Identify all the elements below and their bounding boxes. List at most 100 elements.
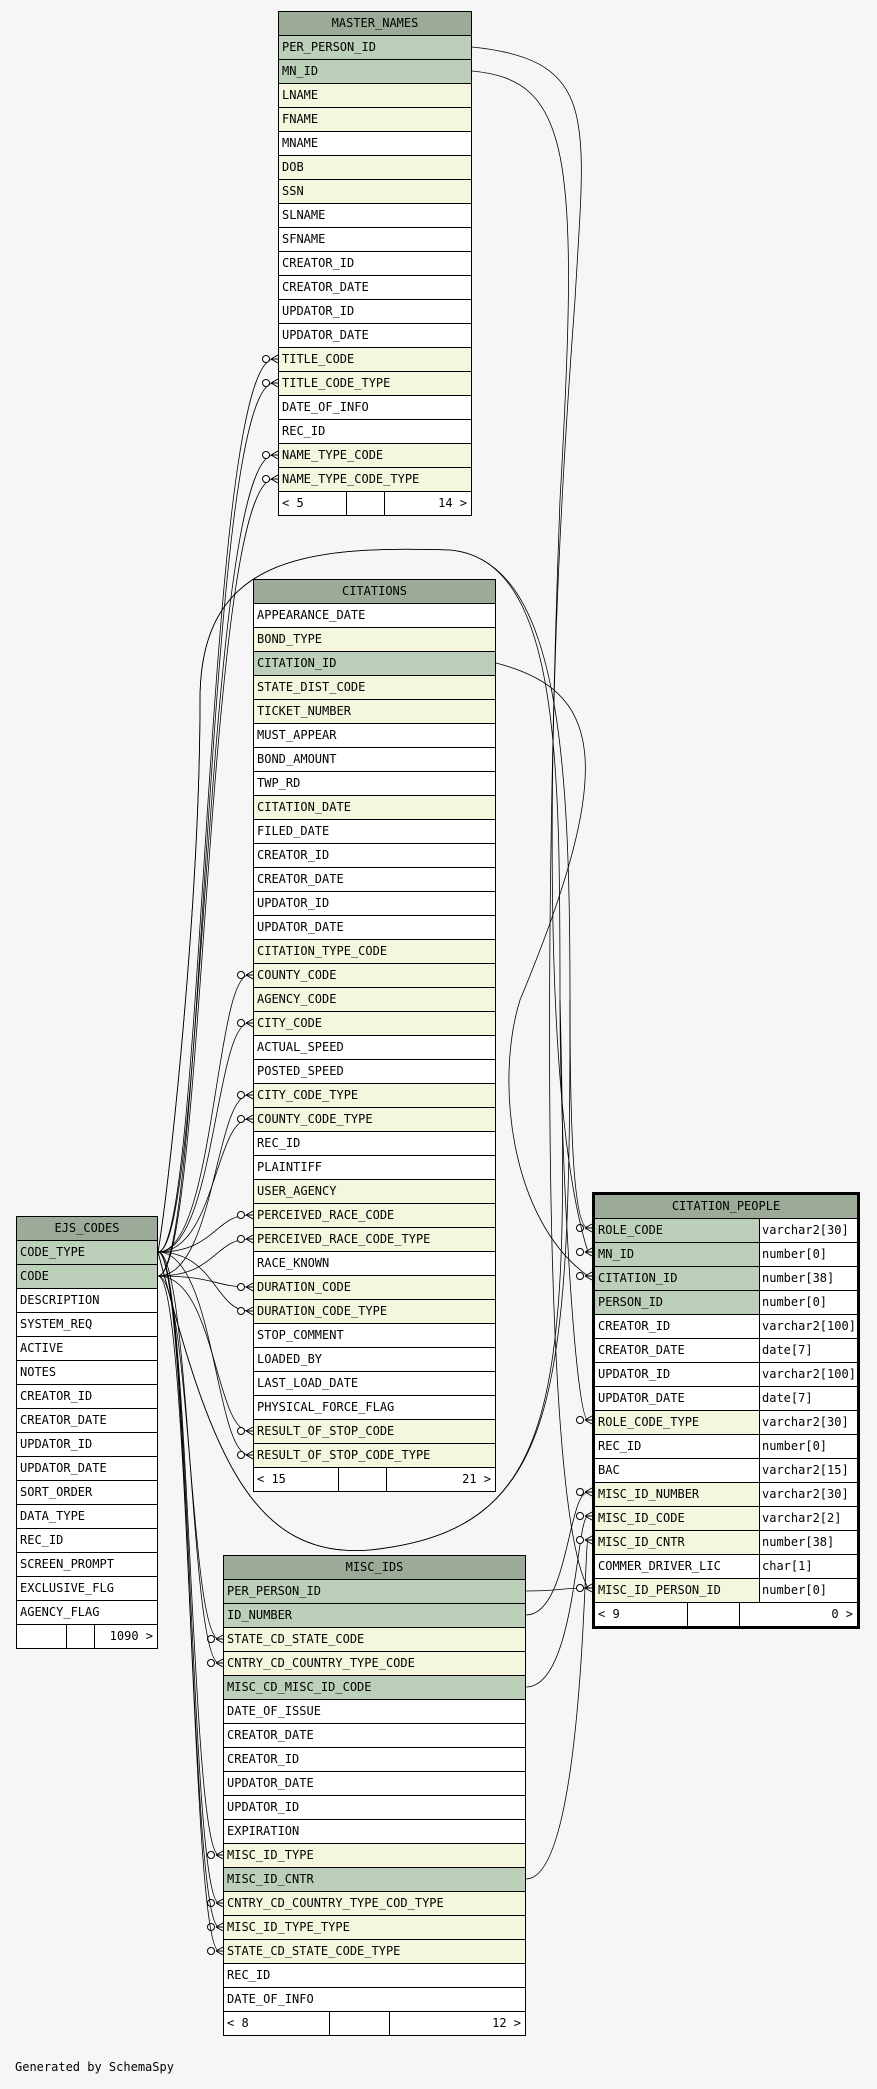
column-row[interactable]: CODE [17,1265,157,1289]
table-title[interactable]: CITATION_PEOPLE [595,1195,857,1219]
column-row[interactable]: ACTIVE [17,1337,157,1361]
column-row[interactable]: PERCEIVED_RACE_CODE_TYPE [254,1228,495,1252]
column-row[interactable]: MUST_APPEAR [254,724,495,748]
column-row[interactable]: ACTUAL_SPEED [254,1036,495,1060]
column-row[interactable]: REC_ID [279,420,471,444]
column-row[interactable]: CREATOR_ID [254,844,495,868]
column-row[interactable]: MISC_ID_TYPE [224,1844,525,1868]
column-row[interactable]: TWP_RD [254,772,495,796]
column-row[interactable]: UPDATOR_ID [279,300,471,324]
column-row[interactable]: STATE_DIST_CODE [254,676,495,700]
column-row[interactable]: FNAME [279,108,471,132]
column-row[interactable]: BOND_TYPE [254,628,495,652]
column-row[interactable]: MISC_ID_CNTR [224,1868,525,1892]
table-title[interactable]: MISC_IDS [224,1556,525,1580]
column-row[interactable]: NAME_TYPE_CODE [279,444,471,468]
column-row[interactable]: CREATOR_ID [17,1385,157,1409]
column-row[interactable]: PHYSICAL_FORCE_FLAG [254,1396,495,1420]
column-row[interactable]: DATE_OF_INFO [224,1988,525,2012]
column-row[interactable]: NAME_TYPE_CODE_TYPE [279,468,471,492]
column-row[interactable]: BOND_AMOUNT [254,748,495,772]
column-row[interactable]: ID_NUMBER [224,1604,525,1628]
column-row[interactable]: PER_PERSON_ID [224,1580,525,1604]
column-row[interactable]: MNAME [279,132,471,156]
column-row[interactable]: TITLE_CODE [279,348,471,372]
column-row[interactable]: STATE_CD_STATE_CODE_TYPE [224,1940,525,1964]
column-row[interactable]: CITATION_TYPE_CODE [254,940,495,964]
column-row[interactable]: UPDATOR_ID [17,1433,157,1457]
column-row[interactable]: COUNTY_CODE [254,964,495,988]
column-row[interactable]: AGENCY_CODE [254,988,495,1012]
column-row[interactable]: EXPIRATION [224,1820,525,1844]
column-row[interactable]: UPDATOR_ID [224,1796,525,1820]
column-row[interactable]: CITY_CODE_TYPE [254,1084,495,1108]
column-row[interactable]: SORT_ORDER [17,1481,157,1505]
column-row[interactable]: CITY_CODE [254,1012,495,1036]
column-row[interactable]: CREATOR_ID [224,1748,525,1772]
column-row[interactable]: SSN [279,180,471,204]
column-row[interactable]: RACE_KNOWN [254,1252,495,1276]
column-row[interactable]: SLNAME [279,204,471,228]
column-row[interactable]: APPEARANCE_DATE [254,604,495,628]
column-row[interactable]: RESULT_OF_STOP_CODE_TYPE [254,1444,495,1468]
column-row[interactable]: DURATION_CODE_TYPE [254,1300,495,1324]
column-row[interactable]: REC_ID [224,1964,525,1988]
column-row[interactable]: UPDATOR_DATE [254,916,495,940]
column-row[interactable]: UPDATOR_ID [254,892,495,916]
column-row[interactable]: PERCEIVED_RACE_CODE [254,1204,495,1228]
column-row[interactable]: STATE_CD_STATE_CODE [224,1628,525,1652]
column-row[interactable]: UPDATOR_DATE [17,1457,157,1481]
column-row[interactable]: REC_ID [17,1529,157,1553]
column-row[interactable]: PLAINTIFF [254,1156,495,1180]
column-row[interactable]: DATE_OF_ISSUE [224,1700,525,1724]
column-row[interactable]: SFNAME [279,228,471,252]
column-row[interactable]: STOP_COMMENT [254,1324,495,1348]
column-row[interactable]: DATA_TYPE [17,1505,157,1529]
column-row[interactable]: TICKET_NUMBER [254,700,495,724]
column-row[interactable]: CREATOR_ID [279,252,471,276]
column-row[interactable]: COUNTY_CODE_TYPE [254,1108,495,1132]
column-row[interactable]: DESCRIPTION [17,1289,157,1313]
column-row[interactable]: PER_PERSON_ID [279,36,471,60]
column-row[interactable]: AGENCY_FLAG [17,1601,157,1625]
column-row[interactable]: CREATOR_DATE [224,1724,525,1748]
column-row[interactable]: CREATOR_DATE [17,1409,157,1433]
column-row[interactable]: DURATION_CODE [254,1276,495,1300]
column-row[interactable]: CITATION_ID [254,652,495,676]
column-row[interactable]: REC_ID [254,1132,495,1156]
column-row[interactable]: CREATOR_DATE [254,868,495,892]
column-row[interactable]: LOADED_BY [254,1348,495,1372]
table-title[interactable]: MASTER_NAMES [279,12,471,36]
table-title[interactable]: EJS_CODES [17,1217,157,1241]
column-row[interactable]: TITLE_CODE_TYPE [279,372,471,396]
column-row[interactable]: CITATION_DATE [254,796,495,820]
column-row[interactable]: POSTED_SPEED [254,1060,495,1084]
column-row[interactable]: EXCLUSIVE_FLG [17,1577,157,1601]
column-row[interactable]: FILED_DATE [254,820,495,844]
column-row[interactable]: NOTES [17,1361,157,1385]
column-row[interactable]: DOB [279,156,471,180]
column-row[interactable]: LNAME [279,84,471,108]
column-row[interactable]: CODE_TYPE [17,1241,157,1265]
column-row[interactable]: MISC_ID_TYPE_TYPE [224,1916,525,1940]
column-row[interactable]: SCREEN_PROMPT [17,1553,157,1577]
